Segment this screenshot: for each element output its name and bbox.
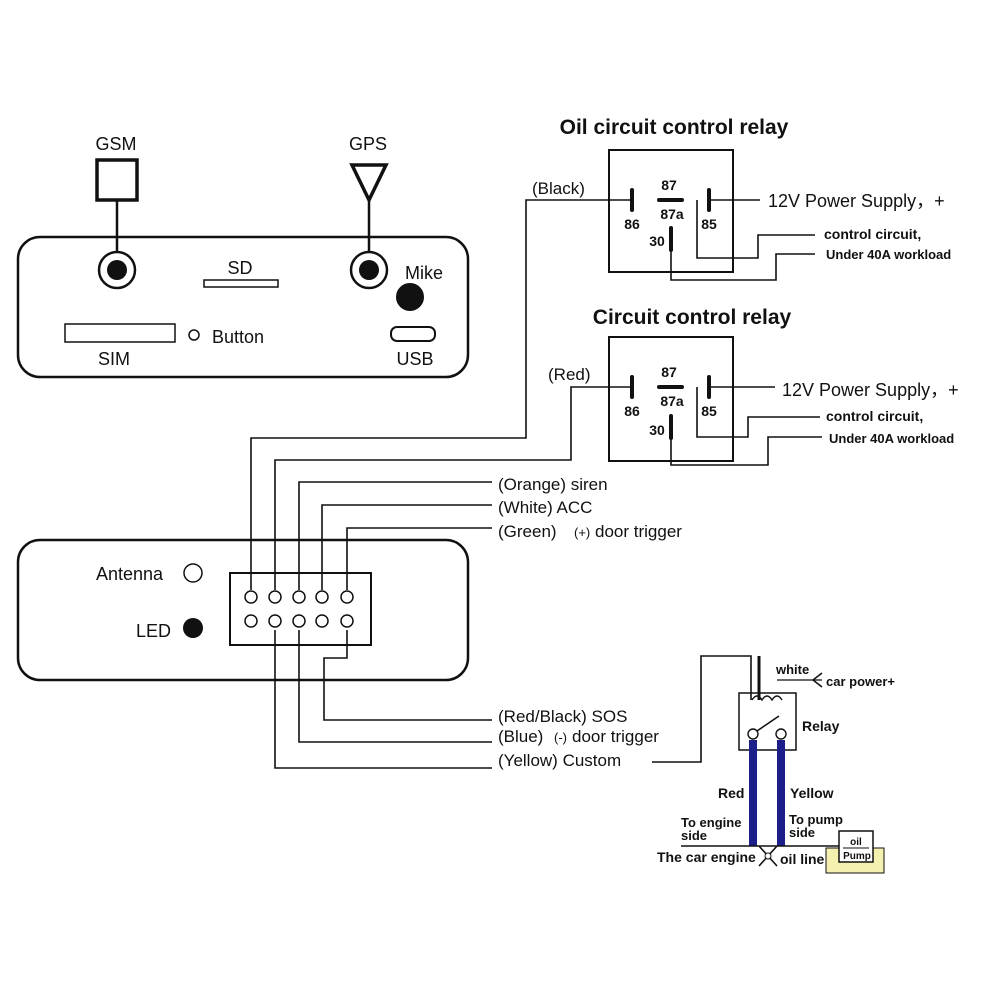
pump-side-label-1: To pump	[789, 812, 843, 827]
harness-body	[16, 538, 470, 682]
pump-label: Pump	[843, 851, 871, 862]
yellow-wire-label: (Yellow) Custom	[498, 751, 621, 770]
sd-label: SD	[227, 258, 252, 278]
redblack-wire-label: (Red/Black) SOS	[498, 707, 627, 726]
sd-slot	[203, 279, 279, 288]
oil-relay-title: Oil circuit control relay	[560, 116, 789, 139]
circuit-pin-87: 87	[661, 364, 677, 380]
oil-line-label: oil line	[780, 851, 825, 867]
red-wire-label: (Red)	[548, 365, 591, 384]
relay-switch-icon	[756, 715, 780, 732]
circuit-workload-label: Under 40A workload	[829, 431, 954, 446]
connector-pins	[244, 590, 354, 628]
circuit-pin-85: 85	[701, 403, 717, 419]
button-label: Button	[212, 327, 264, 347]
green-wire-label-rest: door trigger	[595, 522, 682, 541]
green-wire-sign: (+)	[574, 525, 590, 540]
circuit-relay-title: Circuit control relay	[593, 306, 792, 329]
black-wire-label: (Black)	[532, 179, 585, 198]
tracker-unit: GSM GPS SD Mike SIM Button USB	[16, 134, 470, 379]
oil-pump-icon	[838, 830, 874, 863]
pump-inset: white car power+ Relay Red Yellow To eng…	[657, 656, 895, 874]
gps-antenna-icon	[349, 163, 389, 205]
harness-unit: Antenna LED	[16, 538, 470, 682]
oil-pin-85: 85	[701, 216, 717, 232]
inset-relay-box	[738, 692, 797, 751]
usb-port-icon	[390, 326, 436, 342]
harness-connector	[229, 572, 372, 646]
usb-label: USB	[396, 349, 433, 369]
circuit-control-label: control circuit,	[826, 408, 923, 424]
green-wire-label: (Green)	[498, 522, 557, 541]
car-power-label: car power+	[826, 674, 895, 689]
engine-side-label-1: To engine	[681, 815, 741, 830]
circuit-relay: Circuit control relay 86 87 87a 85 30 12…	[548, 306, 959, 466]
oil-label: oil	[850, 837, 862, 848]
circuit-pin-87a: 87a	[660, 393, 684, 409]
oil-control-label: control circuit,	[824, 226, 921, 242]
oil-pin-86: 86	[624, 216, 640, 232]
engine-side-label-2: side	[681, 828, 707, 843]
oil-pin-87: 87	[661, 177, 677, 193]
orange-wire-label: (Orange) siren	[498, 475, 608, 494]
red-label: Red	[718, 785, 744, 801]
white-wire-label: (White) ACC	[498, 498, 592, 517]
antenna-indicator-icon	[183, 563, 203, 583]
gsm-antenna-icon	[95, 158, 139, 202]
inset-relay-label: Relay	[802, 718, 840, 734]
circuit-pin-30: 30	[649, 422, 665, 438]
led-indicator-icon	[183, 618, 203, 638]
sim-slot	[64, 323, 176, 343]
car-engine-label: The car engine	[657, 849, 756, 865]
gsm-label: GSM	[95, 134, 136, 154]
button-icon	[188, 329, 200, 341]
blue-wire-sign: (-)	[554, 730, 567, 745]
white-label: white	[775, 662, 809, 677]
relay-coil-icon	[751, 695, 783, 702]
blue-wire-label-rest: door trigger	[572, 727, 659, 746]
oil-workload-label: Under 40A workload	[826, 247, 951, 262]
oil-pin-87a: 87a	[660, 206, 684, 222]
oil-pin-30: 30	[649, 233, 665, 249]
oil-power-label: 12V Power Supply，+	[768, 191, 945, 211]
circuit-power-label: 12V Power Supply，+	[782, 380, 959, 400]
yellow-label: Yellow	[790, 785, 834, 801]
sim-label: SIM	[98, 349, 130, 369]
led-label: LED	[136, 621, 171, 641]
blue-wire-label: (Blue)	[498, 727, 543, 746]
pump-side-label-2: side	[789, 825, 815, 840]
mic-icon	[396, 283, 424, 311]
oil-relay: Oil circuit control relay 86 87 87a 85 3…	[532, 116, 951, 281]
circuit-pin-86: 86	[624, 403, 640, 419]
harness-wires	[250, 199, 752, 769]
tracker-body	[16, 235, 470, 379]
gps-label: GPS	[349, 134, 387, 154]
mike-label: Mike	[405, 263, 443, 283]
antenna-label: Antenna	[96, 564, 164, 584]
